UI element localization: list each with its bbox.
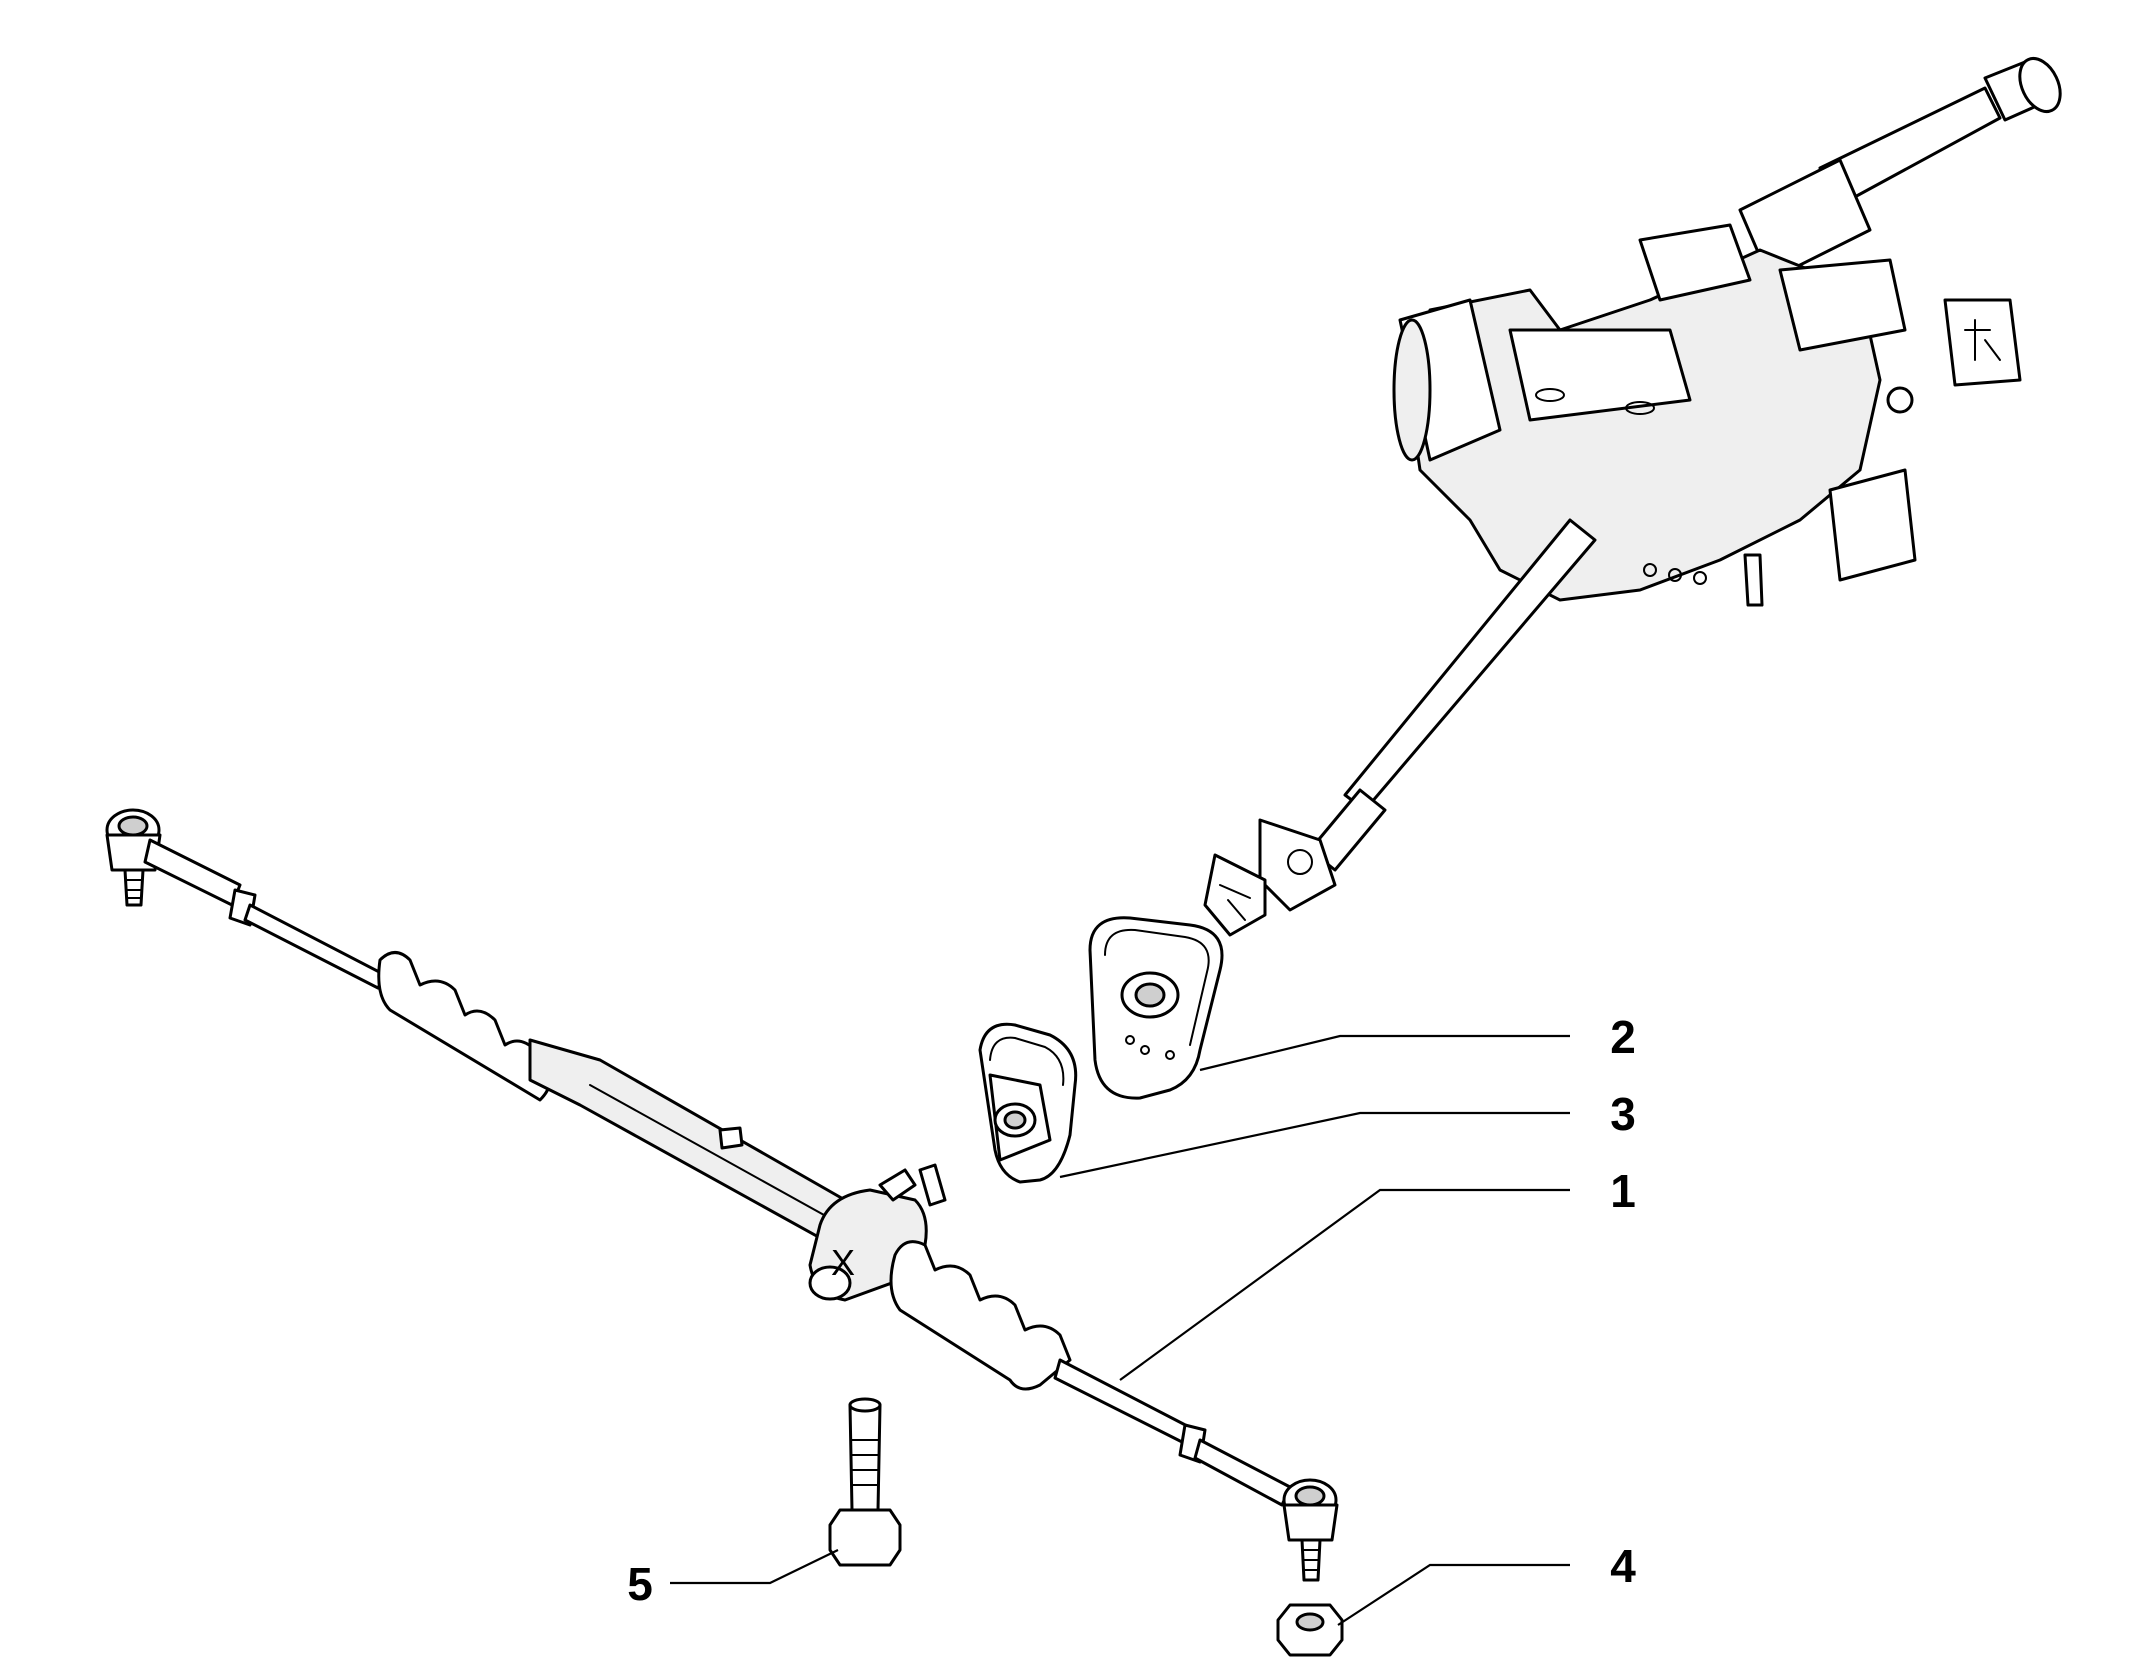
leader-4	[1337, 1563, 1570, 1626]
part-5-bolt	[828, 1397, 902, 1567]
callout-labels: 2 3 1 5 4	[627, 1011, 1636, 1610]
steering-column-assembly	[1203, 57, 2062, 937]
callout-5: 5	[627, 1558, 653, 1610]
leader-3	[1059, 1111, 1570, 1179]
part-1-steering-rack: X	[105, 808, 1339, 1582]
callout-1: 1	[1610, 1165, 1636, 1217]
callout-2: 2	[1610, 1011, 1636, 1063]
leader-2	[1199, 1034, 1570, 1072]
callout-4: 4	[1610, 1540, 1636, 1592]
pinion-mark: X	[831, 1242, 855, 1283]
leader-1	[1119, 1188, 1570, 1381]
leader-lines	[670, 1034, 1570, 1626]
part-4-nut	[1276, 1603, 1344, 1657]
part-2-grommet	[1088, 916, 1224, 1100]
part-3-seal-cap	[978, 1022, 1078, 1184]
callout-3: 3	[1610, 1088, 1636, 1140]
leader-5	[670, 1549, 839, 1585]
